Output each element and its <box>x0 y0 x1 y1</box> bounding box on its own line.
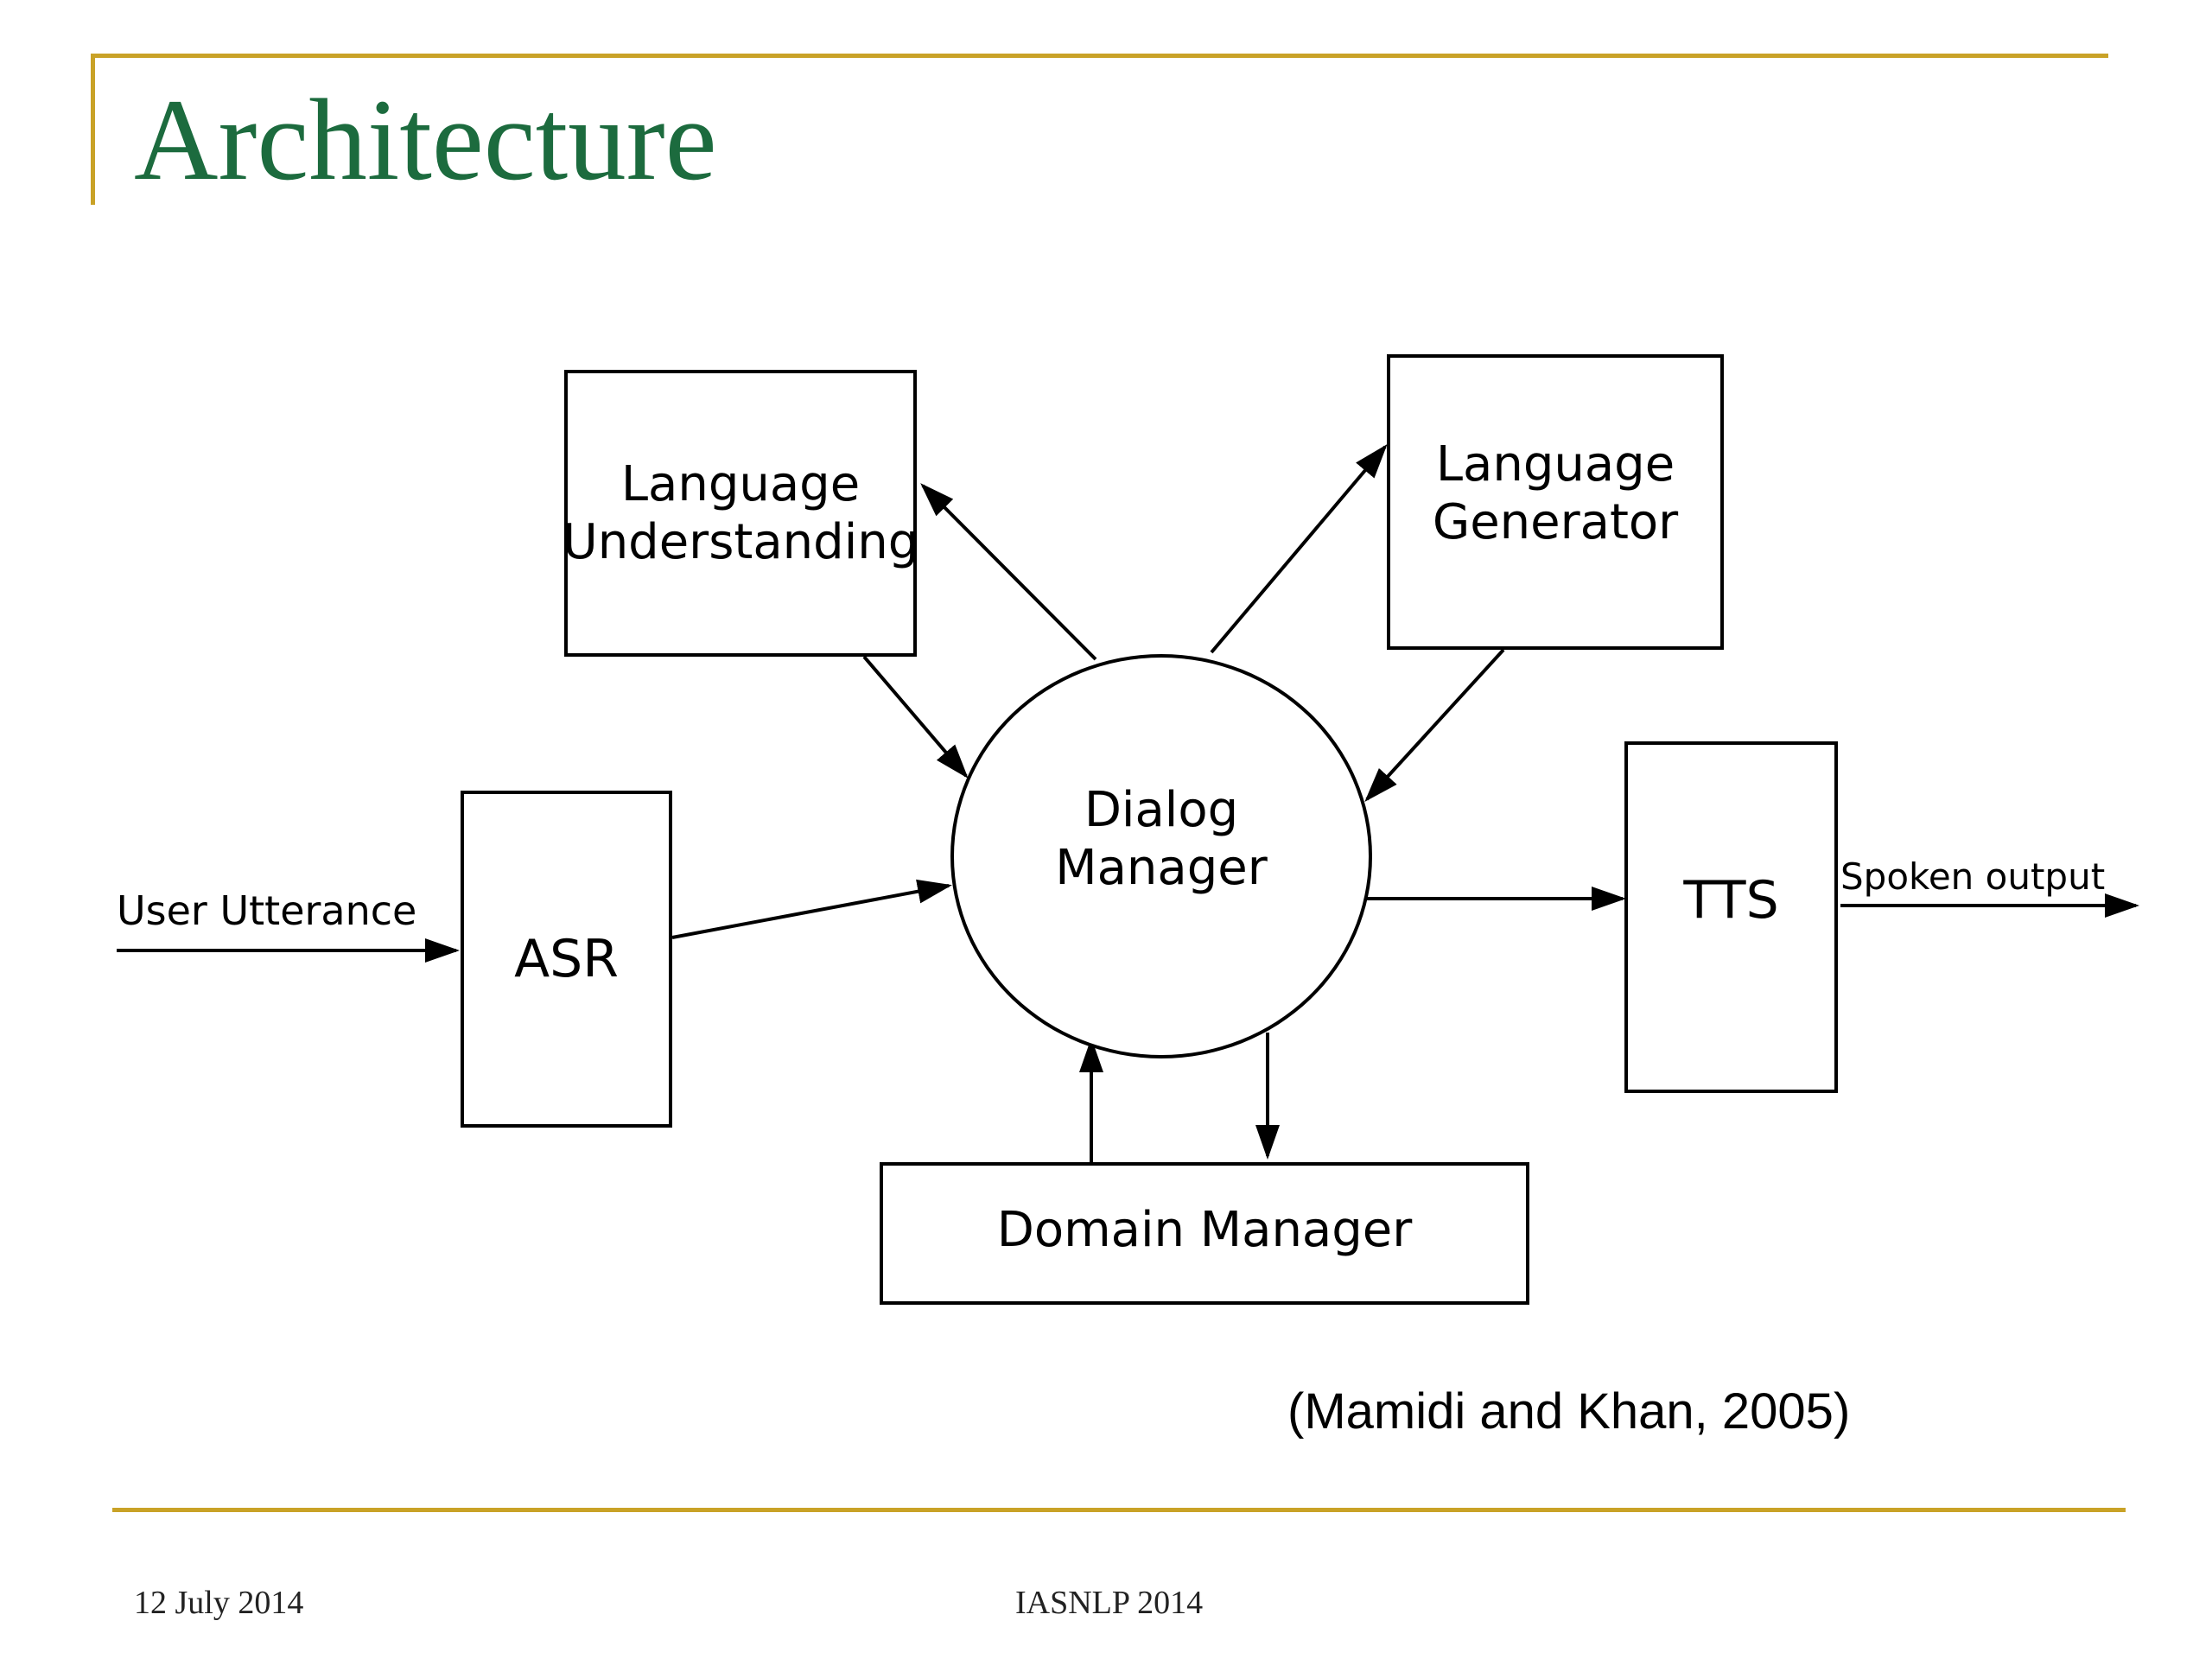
domain-manager-label: Domain Manager <box>996 1201 1413 1258</box>
bottom-rule <box>112 1508 2126 1512</box>
slide-title: Architecture <box>134 76 717 205</box>
user-utterance-label: User Utterance <box>117 887 417 935</box>
asr-label: ASR <box>514 929 619 989</box>
arrow-lu-to-dm <box>862 655 969 779</box>
language-generator-box <box>1387 354 1724 650</box>
arrow-lg-to-dm <box>1364 648 1505 802</box>
dialog-manager-circle <box>950 654 1372 1058</box>
arrow-dm-to-lg <box>1210 443 1388 654</box>
language-generator-label: Language Generator <box>1432 435 1679 550</box>
language-understanding-box <box>564 370 917 657</box>
arrow-asr-to-dm <box>671 879 952 939</box>
arrow-dm-to-lu <box>920 483 1097 661</box>
footer-date: 12 July 2014 <box>134 1585 304 1621</box>
footer-event: IASNLP 2014 <box>1015 1585 1204 1621</box>
citation: (Mamidi and Khan, 2005) <box>1287 1383 1851 1440</box>
spoken-output-label: Spoken output <box>1840 855 2106 898</box>
domain-manager-box <box>880 1162 1529 1305</box>
title-side-rule <box>91 54 95 205</box>
tts-label: TTS <box>1683 869 1779 931</box>
tts-box <box>1624 741 1838 1093</box>
asr-box <box>461 791 672 1128</box>
language-understanding-label: Language Understanding <box>562 455 919 570</box>
dialog-manager-label: Dialog Manager <box>1055 781 1268 896</box>
top-rule <box>91 54 2108 58</box>
